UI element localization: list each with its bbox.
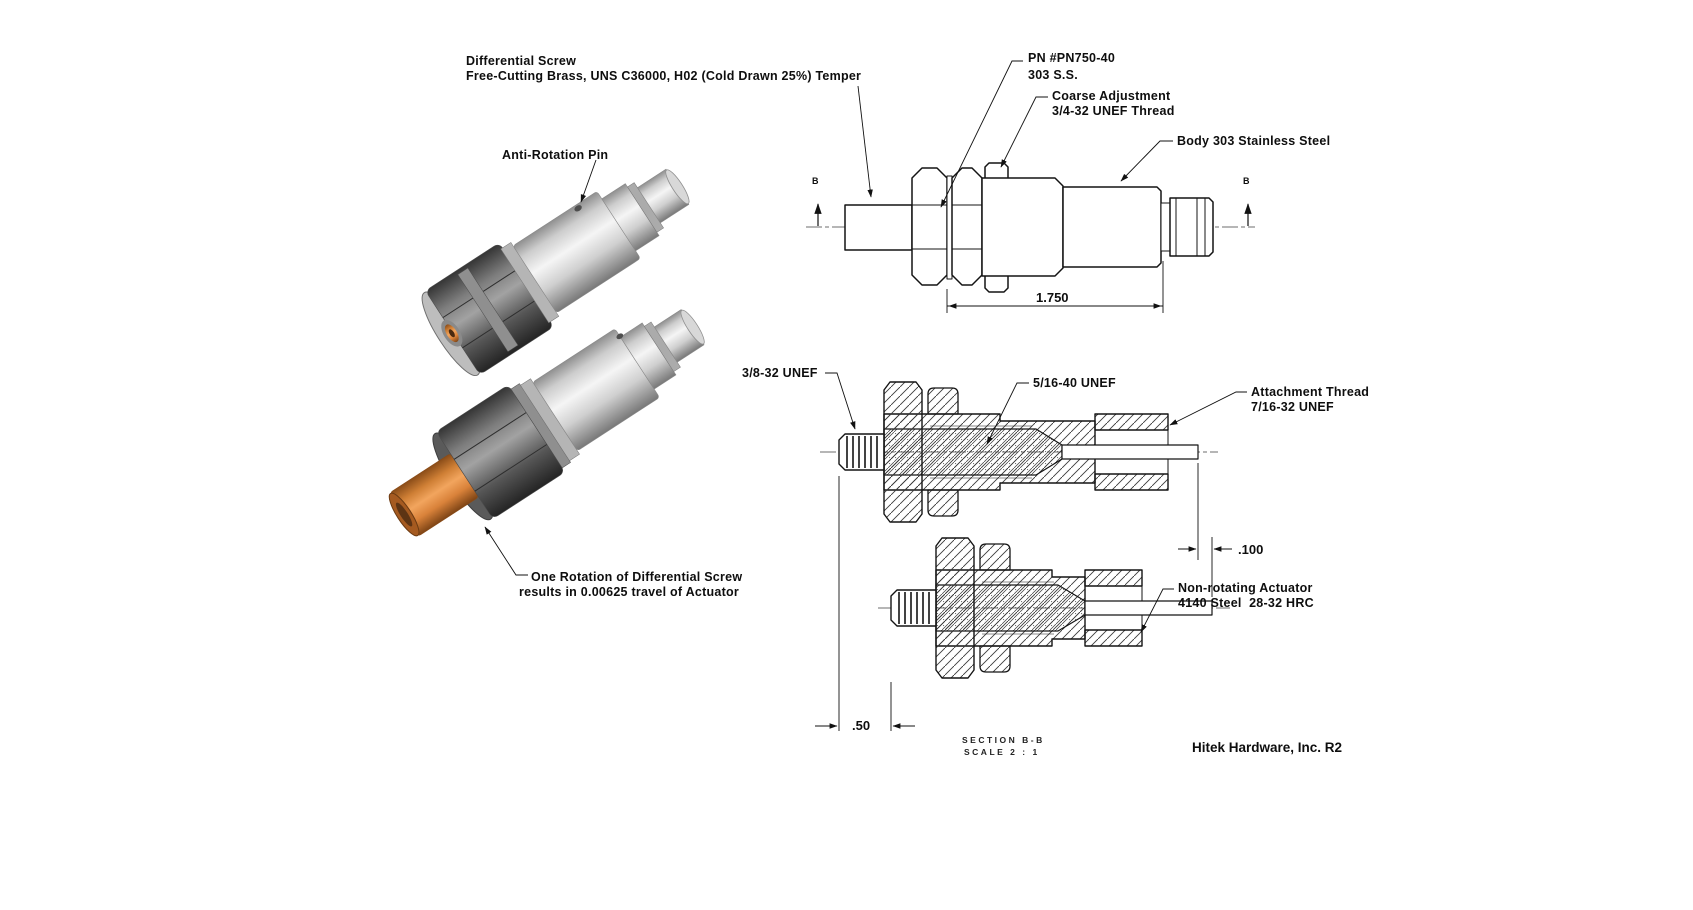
leader-differential-screw	[857, 85, 873, 198]
dimension-lines	[815, 261, 1232, 731]
note-differential-screw-line2: Free-Cutting Brass, UNS C36000, H02 (Col…	[466, 69, 862, 83]
anti-rotation-pin-dot-2	[616, 333, 624, 340]
leader-anti-rotation-pin	[580, 159, 597, 203]
body-cylinder	[981, 177, 1064, 277]
hex-locknut-2	[951, 167, 983, 286]
iso-view-retracted	[421, 168, 690, 377]
note-rotation-line1: One Rotation of Differential Screw	[531, 570, 743, 584]
leader-body-material	[1120, 140, 1173, 182]
centerlines	[806, 226, 1255, 609]
leader-thread-3-8	[825, 372, 856, 430]
section-view-bottom	[890, 537, 1213, 679]
sleeve-thread-top	[1094, 413, 1169, 431]
label-anti-rotation-pin: Anti-Rotation Pin	[502, 148, 609, 162]
label-attachment-thread-line2: 7/16-32 UNEF	[1251, 400, 1334, 414]
nut-tab-bottom	[979, 645, 1011, 673]
hex-flange-section	[935, 537, 975, 679]
section-view-name: SECTION B-B	[962, 735, 1045, 745]
title-block-company: Hitek Hardware, Inc. R2	[1192, 740, 1343, 755]
label-non-rotating-actuator-line1: Non-rotating Actuator	[1178, 581, 1313, 595]
sleeve-thread-bottom	[1094, 473, 1169, 491]
leader-part-number	[940, 60, 1023, 208]
hex-flange-section	[883, 381, 923, 523]
section-view-middle	[838, 381, 1199, 523]
section-view-scale: SCALE 2 : 1	[964, 747, 1040, 757]
section-marker-b-right: B	[1243, 176, 1250, 186]
label-coarse-adjustment-line2: 3/4-32 UNEF Thread	[1052, 104, 1175, 118]
hex-locknut-1	[911, 167, 948, 286]
label-attachment-thread-line1: Attachment Thread	[1251, 385, 1370, 399]
leader-non-rotating-actuator	[1140, 588, 1174, 633]
dim-actuator-travel: .100	[1238, 542, 1264, 557]
label-non-rotating-actuator-line2: 4140 Steel 28-32 HRC	[1178, 596, 1314, 610]
sleeve-thread-top	[1084, 569, 1143, 587]
coarse-thread-collar-bottom	[984, 274, 1009, 293]
section-cut-arrows	[814, 203, 1252, 226]
dim-screw-offset: .50	[852, 718, 871, 733]
iso-view-extended	[388, 309, 705, 537]
note-rotation-line2: results in 0.00625 travel of Actuator	[519, 585, 739, 599]
label-coarse-adjustment-line1: Coarse Adjustment	[1052, 89, 1171, 103]
anti-rotation-pin-dot	[574, 205, 582, 212]
actuator-rod	[1084, 600, 1213, 616]
actuator-rod	[1061, 444, 1199, 460]
label-part-number-line1: PN #PN750-40	[1028, 51, 1116, 65]
leader-thread-5-16	[986, 382, 1029, 445]
section-marker-b-left: B	[812, 176, 819, 186]
step-cylinder	[1062, 186, 1162, 268]
label-thread-3-8: 3/8-32 UNEF	[742, 366, 818, 380]
sleeve-thread-bottom	[1084, 629, 1143, 647]
note-differential-screw-line1: Differential Screw	[466, 54, 577, 68]
nut-tab-top	[979, 543, 1011, 571]
leader-lines	[484, 60, 1247, 633]
nut-tab-bottom	[927, 489, 959, 517]
label-body-material: Body 303 Stainless Steel	[1177, 134, 1331, 148]
top-view	[844, 162, 1214, 293]
leader-coarse-adjustment	[1000, 96, 1048, 168]
dim-overall-length: 1.750	[1032, 290, 1073, 305]
nut-tab-top	[927, 387, 959, 415]
leader-attachment-thread	[1169, 391, 1247, 426]
label-part-number-line2: 303 S.S.	[1028, 68, 1078, 82]
threaded-stub	[1169, 197, 1214, 257]
label-thread-5-16: 5/16-40 UNEF	[1033, 376, 1116, 390]
leader-rotation-note	[484, 526, 528, 576]
screw-shaft	[844, 204, 913, 251]
